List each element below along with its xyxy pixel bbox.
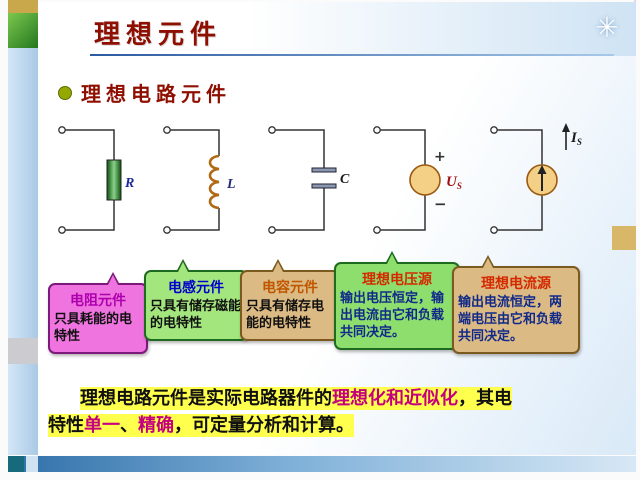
circuit-resistor: R [50,110,142,248]
callout-tail [176,259,190,272]
page-title: 理想元件 [94,20,223,50]
circuit-current-source: IS [482,110,590,248]
summary-segment: 特性 [48,414,84,437]
callout-tail [270,259,285,272]
summary-segment: 理想化和近似化 [332,387,458,410]
circuit-row: R L [50,110,590,248]
callout-title: 理想电压源 [362,272,432,288]
corner-square-tan [8,0,38,13]
wire [167,129,220,231]
direction-arrowhead [562,123,570,132]
section-heading-row: 理想电路元件 [58,78,231,107]
circuit-capacitor: C [260,110,352,248]
circuit-voltage-source: + − US [365,110,469,248]
circuit-inductor: L [155,110,247,248]
summary-line-1: 理想电路元件是实际电路器件的理想化和近似化，其电 [80,385,613,412]
sun-icon: ✳ [595,10,619,44]
terminal-icon [58,226,66,234]
component-label: R [124,176,134,191]
capacitor-symbol [311,167,337,173]
wire [62,129,115,231]
right-edge-square [612,226,636,250]
corner-square-green [8,13,38,48]
summary-segment: ，可定量分析和计算。 [174,414,354,437]
callout-capacitor: 电容元件 只具有储存电能的电特性 [240,259,340,341]
callout-body: 只具有储存磁能的电特性 [150,299,242,331]
component-label: US [446,174,462,191]
summary-segment: 、 [120,414,138,437]
component-label: C [340,172,350,187]
callout-title: 电容元件 [262,280,318,296]
voltage-source-symbol [409,164,441,196]
summary-segment: 单一 [84,414,120,437]
resistor-symbol [106,159,122,201]
callout-tail [481,255,496,268]
callout-tail [105,272,120,285]
minus-sign: − [434,195,447,213]
title-band [38,2,636,56]
left-strip-gray-square [8,338,38,364]
summary-text: 理想电路元件是实际电路器件的理想化和近似化，其电 特性单一、精确，可定量分析和计… [48,385,613,439]
summary-line-2: 特性单一、精确，可定量分析和计算。 [48,412,613,439]
callout-tail [384,251,399,264]
summary-segment: 理想电路元件是实际电路器件的 [80,387,332,410]
section-heading: 理想电路元件 [81,82,231,106]
callout-body: 只具有储存电能的电特性 [246,299,325,331]
slide-body: 理想元件 ✳ 理想电路元件 R [38,2,636,455]
callout-body: 输出电流恒定，两端电压由它和负载共同决定。 [458,295,563,344]
plus-sign: + [434,149,446,165]
callout-inductor: 电感元件 只具有储存磁能的电特性 [144,259,248,341]
callout-body: 输出电压恒定，输出电流由它和负载共同决定。 [340,291,445,340]
callout-title: 电感元件 [168,280,224,296]
capacitor-symbol [311,183,337,189]
callout-current-source: 理想电流源 输出电流恒定，两端电压由它和负载共同决定。 [452,255,580,354]
terminal-icon [163,226,171,234]
terminal-icon [373,226,381,234]
title-underline [90,54,614,56]
terminal-icon [490,226,498,234]
bottom-border-bar [8,456,636,472]
terminal-icon [373,126,381,134]
bottom-bar-light-square [26,456,38,472]
callout-body: 只具耗能的电特性 [54,312,133,344]
terminal-icon [268,226,276,234]
callout-voltage-source: 理想电压源 输出电压恒定，输出电流由它和负载共同决定。 [334,251,460,350]
wire [272,129,325,231]
inductor-symbol [208,154,220,210]
terminal-icon [268,126,276,134]
component-label: L [226,177,236,192]
left-border-strip [8,48,38,455]
callout-title: 理想电流源 [481,276,551,292]
wire [377,129,426,231]
terminal-icon [163,126,171,134]
terminal-icon [58,126,66,134]
callout-title: 电阻元件 [70,293,126,309]
current-arrowhead [537,165,547,174]
summary-segment: 精确 [138,414,174,437]
bullet-icon [58,85,72,100]
terminal-icon [490,126,498,134]
component-label: IS [570,130,582,147]
summary-segment: ，其电 [458,387,512,410]
callout-resistor: 电阻元件 只具耗能的电特性 [48,272,148,354]
bottom-bar-teal-square [8,456,24,472]
